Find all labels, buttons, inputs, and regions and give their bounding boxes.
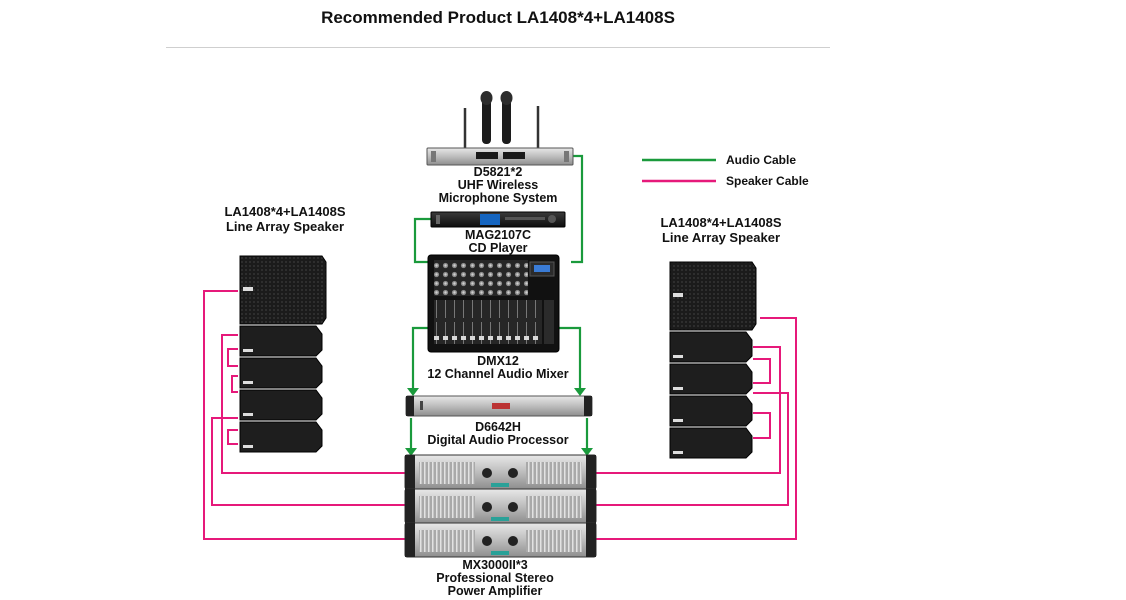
speaker-link-left-c xyxy=(227,429,238,445)
processor-model: D6642H xyxy=(475,420,521,434)
amplifier-model: MX3000II*3 xyxy=(462,558,528,572)
power-amplifiers xyxy=(404,454,597,558)
speaker-left-model: LA1408*4+LA1408S xyxy=(224,204,346,219)
legend xyxy=(642,158,716,183)
power-amplifier-unit xyxy=(404,454,597,490)
mic-desc-2: Microphone System xyxy=(438,191,558,205)
processor-desc: Digital Audio Processor xyxy=(427,433,569,447)
audio-cables xyxy=(405,154,593,456)
speaker-cable-left-3 xyxy=(203,290,405,540)
speaker-cable-right-1 xyxy=(596,346,781,474)
cd-desc: CD Player xyxy=(468,241,528,255)
speaker-link-right-b xyxy=(753,412,771,439)
processor-label: D6642H Digital Audio Processor xyxy=(408,421,588,447)
power-amplifier-unit xyxy=(404,488,597,524)
speaker-right-desc: Line Array Speaker xyxy=(661,230,781,245)
audio-mixer xyxy=(427,254,560,353)
page-title: Recommended Product LA1408*4+LA1408S xyxy=(321,8,675,27)
speaker-cable-right-3 xyxy=(596,317,797,540)
speaker-cables xyxy=(203,290,797,540)
legend-speaker-cable-label: Speaker Cable xyxy=(726,174,809,188)
microphone-icon xyxy=(502,94,511,144)
power-amplifier-unit xyxy=(404,522,597,558)
audio-cable-cd-mixer xyxy=(413,217,431,264)
mic-model: D5821*2 xyxy=(473,165,523,179)
speaker-link-left-b xyxy=(231,375,238,393)
cd-player xyxy=(430,211,566,228)
speaker-cable-left-2 xyxy=(211,417,405,506)
speaker-right-model: LA1408*4+LA1408S xyxy=(660,215,782,230)
microphone-icon xyxy=(482,94,491,144)
mixer-model: DMX12 xyxy=(477,354,519,368)
speaker-left-desc: Line Array Speaker xyxy=(225,219,345,234)
speaker-cable-right-2 xyxy=(596,392,789,506)
wireless-mic-receiver xyxy=(426,91,574,166)
speaker-link-left-a xyxy=(227,348,238,367)
audio-processor xyxy=(405,395,593,417)
cd-label: MAG2107C CD Player xyxy=(428,229,568,255)
mixer-desc: 12 Channel Audio Mixer xyxy=(427,367,569,381)
legend-audio-cable-label: Audio Cable xyxy=(726,153,797,167)
amplifier-desc-1: Professional Stereo xyxy=(436,571,554,585)
mixer-label: DMX12 12 Channel Audio Mixer xyxy=(408,355,588,381)
audio-cable-mic-mixer xyxy=(571,154,584,264)
mic-label: D5821*2 UHF Wireless Microphone System xyxy=(418,166,578,205)
line-array-speaker-left xyxy=(239,255,327,453)
audio-cable-mixer-processor-right xyxy=(557,326,582,392)
speaker-left-label: LA1408*4+LA1408S Line Array Speaker xyxy=(200,204,370,234)
line-array-speaker-right xyxy=(669,261,757,459)
amplifier-label: MX3000II*3 Professional Stereo Power Amp… xyxy=(415,559,575,598)
title-divider xyxy=(166,47,830,48)
speaker-cable-left-1 xyxy=(221,334,405,474)
cd-model: MAG2107C xyxy=(465,228,531,242)
audio-cable-mixer-processor-left xyxy=(411,326,428,392)
speaker-right-label: LA1408*4+LA1408S Line Array Speaker xyxy=(636,215,806,245)
speaker-link-right-a xyxy=(753,358,771,384)
mic-desc-1: UHF Wireless xyxy=(457,178,539,192)
amplifier-desc-2: Power Amplifier xyxy=(447,584,543,598)
